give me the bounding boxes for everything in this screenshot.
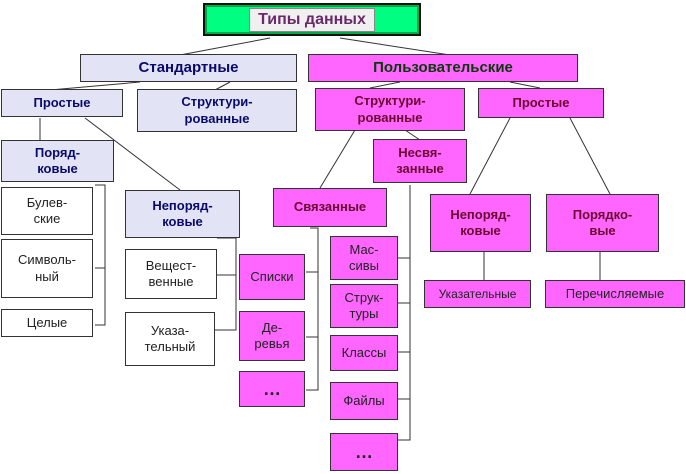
custom-non-ordinal-node: Непоряд- ковые xyxy=(430,194,531,252)
standard-structured-node: Структури- рованные xyxy=(137,89,297,132)
unlinked-more-leaf: … xyxy=(330,433,398,471)
enumerated-leaf: Перечисляемые xyxy=(545,280,685,308)
root-label: Типы данных xyxy=(249,7,375,32)
unlinked-node: Несвя- занные xyxy=(373,139,467,183)
custom-structured-node: Структури- рованные xyxy=(315,88,465,131)
trees-leaf: Де- ревья xyxy=(239,311,305,361)
boolean-leaf: Булев- ские xyxy=(1,187,93,235)
classes-leaf: Классы xyxy=(330,335,398,371)
custom-node: Пользовательские xyxy=(308,54,578,82)
custom-ordinal-node: Порядко- вые xyxy=(546,194,659,252)
standard-simple-node: Простые xyxy=(1,89,123,117)
structures-leaf: Струк- туры xyxy=(330,284,398,328)
real-leaf: Вещест- венные xyxy=(125,249,217,299)
custom-simple-node: Простые xyxy=(478,88,604,118)
integer-leaf: Целые xyxy=(1,309,93,337)
linked-more-leaf: … xyxy=(239,371,305,407)
lists-leaf: Списки xyxy=(239,254,305,300)
arrays-leaf: Мас- сивы xyxy=(330,236,398,280)
root-node: Типы данных xyxy=(203,3,421,36)
standard-ordinal-node: Поряд- ковые xyxy=(1,140,114,182)
pointer-leaf: Указа- тельный xyxy=(125,312,215,366)
standard-non-ordinal-node: Непоряд- ковые xyxy=(125,190,240,238)
standard-node: Стандартные xyxy=(80,54,297,82)
files-leaf: Файлы xyxy=(330,382,398,420)
char-leaf: Символь- ный xyxy=(1,239,93,298)
linked-node: Связанные xyxy=(273,188,387,227)
pointer-types-leaf: Указательные xyxy=(424,280,531,308)
